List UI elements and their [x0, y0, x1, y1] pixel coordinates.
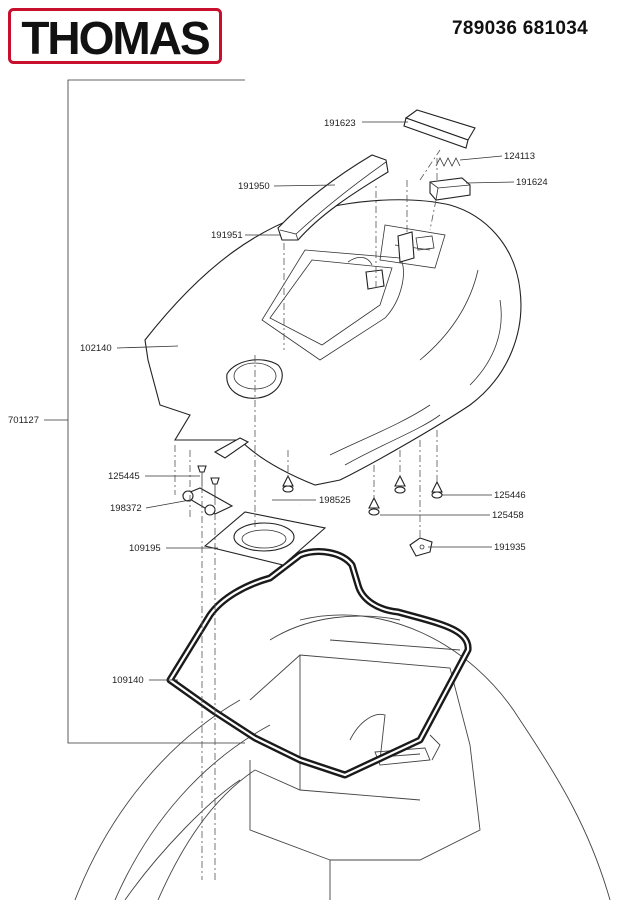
lid-102140: [144, 199, 522, 486]
switch-block-191624: [429, 177, 471, 201]
label-191623: 191623: [324, 118, 356, 129]
assembly-axes: [174, 149, 441, 880]
logo-wordmark: THOMAS: [21, 12, 209, 64]
screw-125445-a: [197, 465, 207, 486]
thomas-logo: THOMAS: [8, 8, 222, 64]
screw-125446: [431, 480, 443, 499]
label-102140: 102140: [80, 343, 112, 354]
button-191623: [403, 109, 476, 149]
handle-191950: [277, 154, 389, 241]
label-198525: 198525: [319, 495, 351, 506]
label-191951: 191951: [211, 230, 243, 241]
label-124113: 124113: [504, 151, 535, 162]
callout-labels: 191623 124113 191624 191950 191951 10214…: [8, 118, 548, 686]
label-109140: 109140: [112, 675, 144, 686]
gasket-109140: [166, 548, 472, 779]
label-191950: 191950: [238, 181, 270, 192]
label-191624: 191624: [516, 177, 548, 188]
leader-lines: [116, 121, 515, 681]
label-198372: 198372: [110, 503, 142, 514]
screw-125445-b: [210, 477, 220, 498]
spring-124113: [435, 157, 461, 167]
hinge-bracket-198372: [181, 487, 234, 516]
screw-lid-1: [282, 474, 294, 493]
clip-191935: [409, 537, 433, 557]
assembly-bracket: [44, 79, 245, 744]
part-number: 789036 681034: [452, 18, 588, 39]
filter-frame-109195: [203, 511, 327, 566]
label-125458: 125458: [492, 510, 524, 521]
label-191935: 191935: [494, 542, 526, 553]
label-125445: 125445: [108, 471, 140, 482]
vacuum-base-body: [74, 614, 611, 900]
hinge-pin-198525: [227, 460, 301, 507]
screw-125458: [368, 496, 380, 516]
label-125446: 125446: [494, 490, 526, 501]
label-701127: 701127: [8, 415, 39, 426]
internal-switch: [365, 231, 435, 290]
screw-lid-2: [394, 474, 406, 494]
label-109195: 109195: [129, 543, 161, 554]
